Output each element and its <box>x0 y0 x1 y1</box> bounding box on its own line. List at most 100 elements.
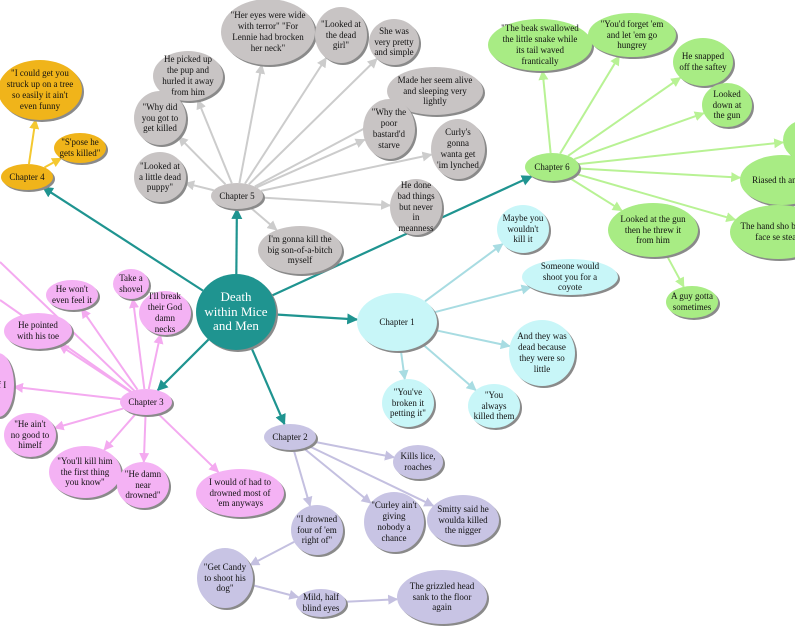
idea-node[interactable]: "Curley ain't giving nobody a chance <box>364 492 426 554</box>
idea-node[interactable]: Mild, half blind eyes <box>296 589 348 619</box>
idea-node[interactable]: "Looked at the dead girl" <box>315 7 369 65</box>
edge-chapter-to-item <box>578 167 742 183</box>
idea-node[interactable]: "Looked at a little dead puppy" <box>134 152 188 204</box>
node-label: Chapter 6 <box>534 161 570 172</box>
node-label: Riased th and he <box>752 174 795 185</box>
idea-node[interactable]: A guy gotta sometimes <box>666 286 720 320</box>
node-label: Looked at the gun then he threw it from … <box>620 213 686 246</box>
node-label: "Why the poor bastard'd starve <box>371 107 407 150</box>
node-ellipse <box>221 0 315 65</box>
idea-node[interactable]: Riased th and he <box>740 155 795 207</box>
idea-node[interactable]: Maybe you wouldn't kill it <box>497 205 551 255</box>
edge-chapter-to-item <box>260 151 433 192</box>
chapter-node-6[interactable]: Chapter 6 <box>525 153 581 183</box>
idea-node[interactable]: I'll break their God damn necks <box>139 291 193 337</box>
chapter-node-4[interactable]: Chapter 4 <box>1 164 55 192</box>
node-label <box>787 120 795 160</box>
node-ellipse <box>364 492 424 552</box>
idea-node[interactable]: Curly's gonna wanta get 'im lynched <box>431 119 487 181</box>
idea-node[interactable]: "He ain't no good to himelf <box>4 413 58 459</box>
node-label: "I drowned four of 'em right of" <box>296 513 338 546</box>
idea-node[interactable]: Smitty said he woulda killed the nigger <box>427 495 501 547</box>
edge-chapter-to-item <box>249 541 295 566</box>
idea-node[interactable]: "Why the poor bastard'd starve <box>363 99 417 161</box>
edge-chapter-to-item <box>262 196 392 210</box>
idea-node[interactable]: Someone would shoot you for a coyote <box>522 259 620 297</box>
idea-node[interactable]: Looked down at the gun <box>702 83 754 129</box>
idea-node[interactable] <box>783 120 795 162</box>
idea-node[interactable]: And they was dead because they were so l… <box>509 320 577 388</box>
node-label: Chapter 5 <box>219 190 255 201</box>
idea-node[interactable]: Looked at the gun then he threw it from … <box>608 203 700 259</box>
node-label: "Curley ain't giving nobody a chance <box>371 500 417 543</box>
node-ellipse <box>497 205 549 253</box>
idea-node[interactable]: The hand sho but his face se stead <box>730 205 795 261</box>
idea-node[interactable]: "You'll kill him the first thing you kno… <box>49 446 123 500</box>
idea-node[interactable]: Kills lice, roaches <box>393 445 445 481</box>
idea-node[interactable]: He picked up the pup and hurled it away … <box>153 51 225 103</box>
edge-chapter-to-item <box>435 329 511 350</box>
idea-node[interactable]: The grizzled head sank to the floor agai… <box>397 570 489 626</box>
idea-node[interactable]: He pointed with his toe <box>4 313 74 351</box>
idea-node[interactable]: 'd f I <box>0 353 16 419</box>
node-label: I'm gonna kill the big son-of-a-bitch my… <box>267 233 333 266</box>
edge-root-to-chapter <box>231 207 243 275</box>
node-ellipse <box>357 293 437 351</box>
chapter-node-5[interactable]: Chapter 5 <box>211 183 265 211</box>
node-ellipse <box>315 7 367 63</box>
idea-node[interactable]: "I could get you struck up on a tree so … <box>0 60 84 122</box>
idea-node[interactable]: He snapped off the saftey <box>673 38 735 88</box>
edge-chapter-to-item <box>251 584 300 600</box>
node-ellipse <box>0 353 14 417</box>
idea-node[interactable]: He won't even feel it <box>46 280 100 312</box>
node-ellipse <box>4 413 56 457</box>
idea-node[interactable]: Take a shovel <box>113 269 151 301</box>
edge-chapter-to-item <box>53 407 124 431</box>
idea-node[interactable]: "You always killed them <box>468 384 522 430</box>
node-label: "Looked at the dead girl" <box>321 18 361 51</box>
node-ellipse <box>139 291 191 335</box>
node-label: He done bad things but never in meanness <box>397 180 435 234</box>
idea-node[interactable]: "You'd forget 'em and let 'em go hungrey <box>588 13 678 59</box>
idea-node[interactable]: "You've broken it petting it" <box>382 379 436 429</box>
node-ellipse <box>113 269 149 299</box>
node-label: "The beak swallowed the little snake whi… <box>501 23 579 66</box>
node-label: And they was dead because they were so l… <box>517 331 567 374</box>
edge-chapter-to-item <box>575 172 737 223</box>
node-ellipse <box>117 462 169 508</box>
node-label: "You always killed them <box>473 389 515 422</box>
idea-node[interactable]: "Her eyes were wide with terror" "For Le… <box>221 0 317 67</box>
node-label: "I could get you struck up on a tree so … <box>6 68 74 111</box>
node-label: "He damn near drowned" <box>124 468 162 501</box>
edge-root-to-chapter <box>156 338 210 392</box>
edge-root-to-chapter <box>271 175 533 297</box>
idea-node[interactable]: She was very pretty and simple <box>369 19 421 67</box>
idea-node[interactable]: Made her seem alive and sleeping very li… <box>387 67 485 117</box>
idea-node[interactable]: I would of had to drowned most of 'em an… <box>196 469 286 519</box>
edge-root-to-chapter <box>275 313 359 325</box>
edge-chapter-to-item <box>196 99 233 184</box>
node-label: I would of had to drowned most of 'em an… <box>208 476 271 509</box>
idea-node[interactable]: I'm gonna kill the big son-of-a-bitch my… <box>258 226 344 276</box>
edge-root-to-chapter <box>41 186 204 292</box>
idea-node[interactable]: "Why did you got to get killed <box>134 91 188 147</box>
chapter-node-3[interactable]: Chapter 3 <box>120 389 174 417</box>
chapter-node-1[interactable]: Chapter 1 <box>357 293 439 353</box>
node-ellipse <box>296 589 346 617</box>
edge-chapter-to-item <box>58 344 131 393</box>
edge-chapter-to-item <box>345 594 399 605</box>
idea-node[interactable]: "S'pose he gets killed" <box>54 133 108 165</box>
node-label: Made her seem alive and sleeping very li… <box>397 74 473 107</box>
idea-node[interactable]: He done bad things but never in meanness <box>390 179 444 237</box>
node-ellipse <box>393 445 443 479</box>
idea-node[interactable]: "He damn near drowned" <box>117 462 171 510</box>
node-ellipse <box>211 183 263 209</box>
node-ellipse <box>46 280 98 310</box>
chapter-node-2[interactable]: Chapter 2 <box>264 424 318 452</box>
node-label: "You've broken it petting it" <box>390 386 426 419</box>
idea-node[interactable]: "I drowned four of 'em right of" <box>291 505 345 557</box>
idea-node[interactable]: "Get Candy to shoot his dog" <box>197 548 255 610</box>
central-topic-node[interactable]: Death within Mice and Men <box>196 274 278 352</box>
node-label: Chapter 3 <box>128 396 164 407</box>
idea-node[interactable]: "The beak swallowed the little snake whi… <box>488 19 594 73</box>
